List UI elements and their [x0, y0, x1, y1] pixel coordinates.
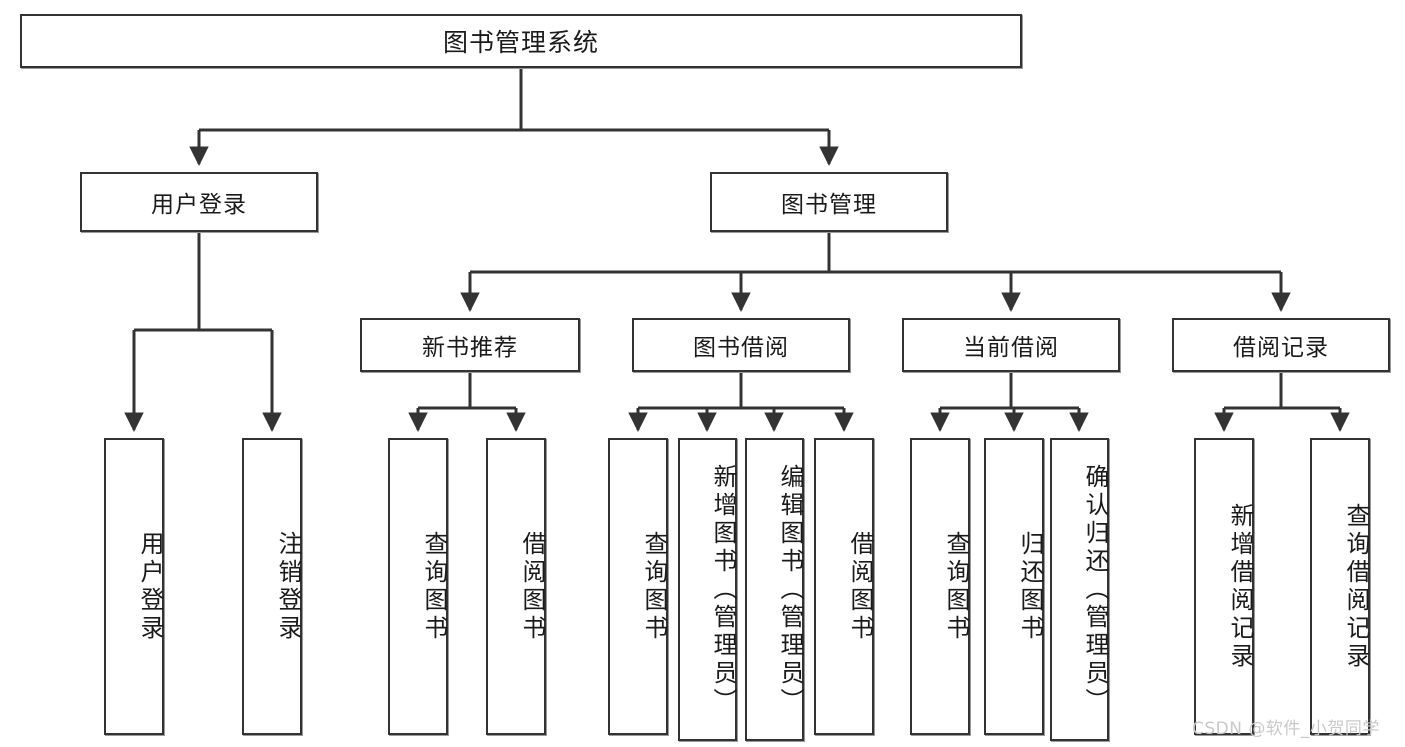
node-user-login[interactable]: 用户登录	[80, 172, 318, 232]
node-root[interactable]: 图书管理系统	[20, 14, 1022, 68]
leaf-return-book[interactable]: 归还图书	[984, 438, 1044, 735]
node-borrow-record[interactable]: 借阅记录	[1172, 318, 1390, 372]
watermark-csdn: CSDN @软件_小贺同学	[1192, 719, 1380, 739]
leaf-borrow-book-1[interactable]: 借阅图书	[486, 438, 546, 735]
leaf-query-book-1[interactable]: 查询图书	[388, 438, 448, 735]
node-current-borrow[interactable]: 当前借阅	[902, 318, 1120, 372]
leaf-borrow-book-2[interactable]: 借阅图书	[814, 438, 874, 735]
leaf-query-book-2[interactable]: 查询图书	[608, 438, 668, 735]
leaf-user-login[interactable]: 用户登录	[104, 438, 164, 735]
leaf-edit-book[interactable]: 编辑图书（管理员）	[745, 438, 804, 741]
leaf-add-book[interactable]: 新增图书（管理员）	[678, 438, 737, 741]
node-new-book-recommend[interactable]: 新书推荐	[360, 318, 580, 372]
leaf-add-borrow-record[interactable]: 新增借阅记录	[1194, 438, 1254, 735]
leaf-query-borrow-record[interactable]: 查询借阅记录	[1310, 438, 1370, 735]
leaf-query-book-3[interactable]: 查询图书	[910, 438, 970, 735]
leaf-confirm-return[interactable]: 确认归还（管理员）	[1050, 438, 1109, 741]
node-book-manage[interactable]: 图书管理	[710, 172, 948, 232]
node-book-borrow[interactable]: 图书借阅	[632, 318, 850, 372]
leaf-logout[interactable]: 注销登录	[242, 438, 302, 735]
